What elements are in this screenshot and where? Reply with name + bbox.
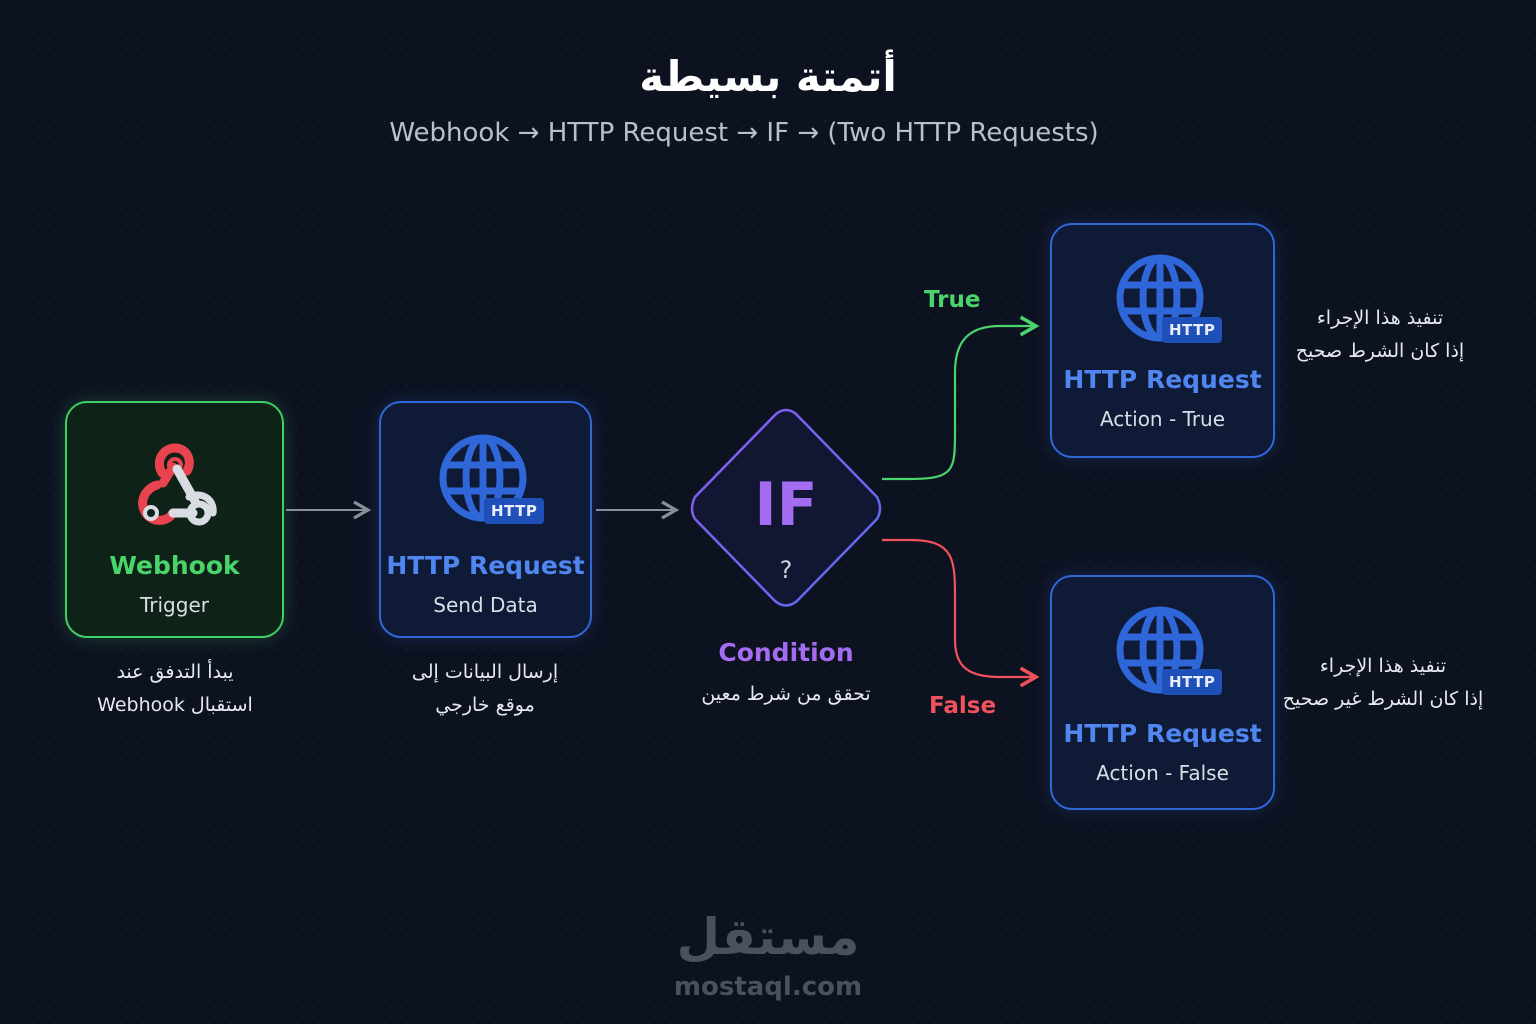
http-send-subtitle: Send Data <box>433 593 538 617</box>
webhook-description: يبدأ التدفق عند استقبال Webhook <box>60 656 290 722</box>
http-false-subtitle: Action - False <box>1096 761 1229 785</box>
diagram-subtitle: Webhook → HTTP Request → IF → (Two HTTP … <box>389 118 1099 148</box>
webhook-description-line-2: استقبال Webhook <box>97 694 253 716</box>
condition-node[interactable] <box>686 406 886 612</box>
http-false-description: تنفيذ هذا الإجراء إذا كان الشرط غير صحيح <box>1268 650 1498 716</box>
webhook-subtitle: Trigger <box>140 593 209 617</box>
condition-title: Condition <box>718 638 854 667</box>
connector-true-branch <box>882 315 1040 481</box>
http-false-description-line-2: إذا كان الشرط غير صحيح <box>1282 688 1484 710</box>
globe-icon <box>1116 606 1203 694</box>
http-true-description-line-1: تنفيذ هذا الإجراء <box>1316 307 1444 329</box>
false-branch-label: False <box>929 693 997 719</box>
webhook-node[interactable]: Webhook Trigger <box>65 401 284 638</box>
http-false-node[interactable]: HTTP HTTP Request Action - False <box>1050 575 1275 810</box>
http-false-description-line-1: تنفيذ هذا الإجراء <box>1319 655 1447 677</box>
http-badge: HTTP <box>484 498 545 524</box>
http-send-description-line-2: موقع خارجي <box>435 694 535 716</box>
http-true-description-line-2: إذا كان الشرط صحيح <box>1295 340 1465 362</box>
webhook-description-line-1: يبدأ التدفق عند <box>116 661 234 683</box>
brand-logo-text: مستقل <box>676 908 860 966</box>
http-true-subtitle: Action - True <box>1099 407 1226 431</box>
connector-false-branch <box>882 538 1040 688</box>
globe-icon <box>439 434 526 522</box>
http-false-title: HTTP Request <box>1063 719 1262 748</box>
webhook-title: Webhook <box>109 551 240 580</box>
http-badge: HTTP <box>1162 317 1223 343</box>
condition-question-mark: ? <box>779 556 793 584</box>
http-send-description-line-1: إرسال البيانات إلى <box>411 661 559 683</box>
http-badge: HTTP <box>1162 669 1223 695</box>
http-true-title: HTTP Request <box>1063 365 1262 394</box>
http-send-node[interactable]: HTTP HTTP Request Send Data <box>379 401 592 638</box>
condition-description: تحقق من شرط معين <box>701 683 871 705</box>
webhook-icon <box>137 443 217 526</box>
true-branch-label: True <box>924 287 981 313</box>
http-true-node[interactable]: HTTP HTTP Request Action - True <box>1050 223 1275 458</box>
brand-url: mostaql.com <box>673 972 863 1002</box>
globe-icon <box>1116 254 1203 342</box>
http-true-description: تنفيذ هذا الإجراء إذا كان الشرط صحيح <box>1280 302 1480 368</box>
http-send-description: إرسال البيانات إلى موقع خارجي <box>370 656 600 722</box>
condition-if-label: IF <box>754 470 818 540</box>
diagram-title: أتمتة بسيطة <box>639 52 897 101</box>
http-send-title: HTTP Request <box>386 551 585 580</box>
